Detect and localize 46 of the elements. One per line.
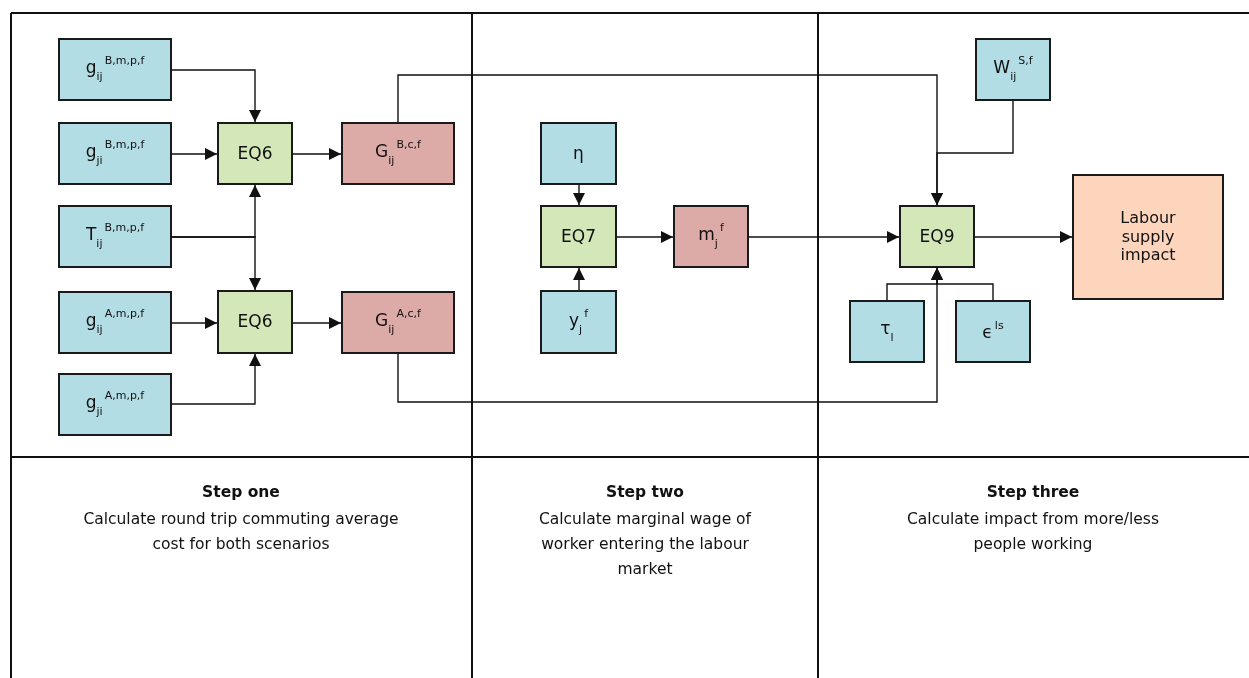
step-heading: Step three <box>985 482 1081 503</box>
step-description: Calculate marginal wage of worker entering the labour market <box>537 509 753 580</box>
equation-box <box>899 205 975 268</box>
arrow <box>171 236 261 291</box>
equation-label: EQ6 <box>237 312 273 332</box>
arrow <box>171 317 218 329</box>
equation-box <box>540 205 617 268</box>
arrow <box>171 69 261 123</box>
step-description: Calculate impact from more/less people working <box>906 509 1160 555</box>
equation-label: EQ9 <box>919 226 955 247</box>
equation-box <box>217 290 293 354</box>
arrow <box>573 184 585 206</box>
variable-box <box>849 300 925 363</box>
variable-label: ϵ$^{ls}$ <box>982 320 1004 343</box>
arrow <box>748 231 900 243</box>
output-box <box>673 205 749 268</box>
variable-box <box>540 122 617 185</box>
variable-box <box>58 122 172 185</box>
equation-box <box>217 122 293 185</box>
equation-label: EQ7 <box>561 226 596 247</box>
variable-label: τ$_{l}$ <box>880 318 894 345</box>
variable-box <box>975 38 1051 101</box>
result-box <box>1072 174 1224 300</box>
variable-box <box>955 300 1031 363</box>
equation-label: EQ6 <box>237 143 273 164</box>
arrow <box>931 267 994 301</box>
arrow <box>171 353 261 405</box>
variable-box <box>58 205 172 268</box>
arrow <box>573 267 585 291</box>
arrow <box>292 317 342 329</box>
output-box <box>341 291 455 354</box>
step-heading: Step one <box>201 482 281 503</box>
variable-box <box>540 290 617 354</box>
variable-box <box>58 291 172 354</box>
variable-box <box>58 373 172 436</box>
arrow <box>974 231 1073 243</box>
variable-label: η <box>573 143 584 164</box>
result-label: Labour supply impact <box>1119 209 1177 265</box>
output-box <box>341 122 455 185</box>
arrow <box>616 231 674 243</box>
arrow <box>171 148 218 160</box>
arrow <box>931 100 1014 206</box>
arrow <box>292 148 342 160</box>
variable-box <box>58 38 172 101</box>
step-heading: Step two <box>605 482 685 503</box>
step-description: Calculate round trip commuting average cost for both scenarios <box>82 509 400 555</box>
